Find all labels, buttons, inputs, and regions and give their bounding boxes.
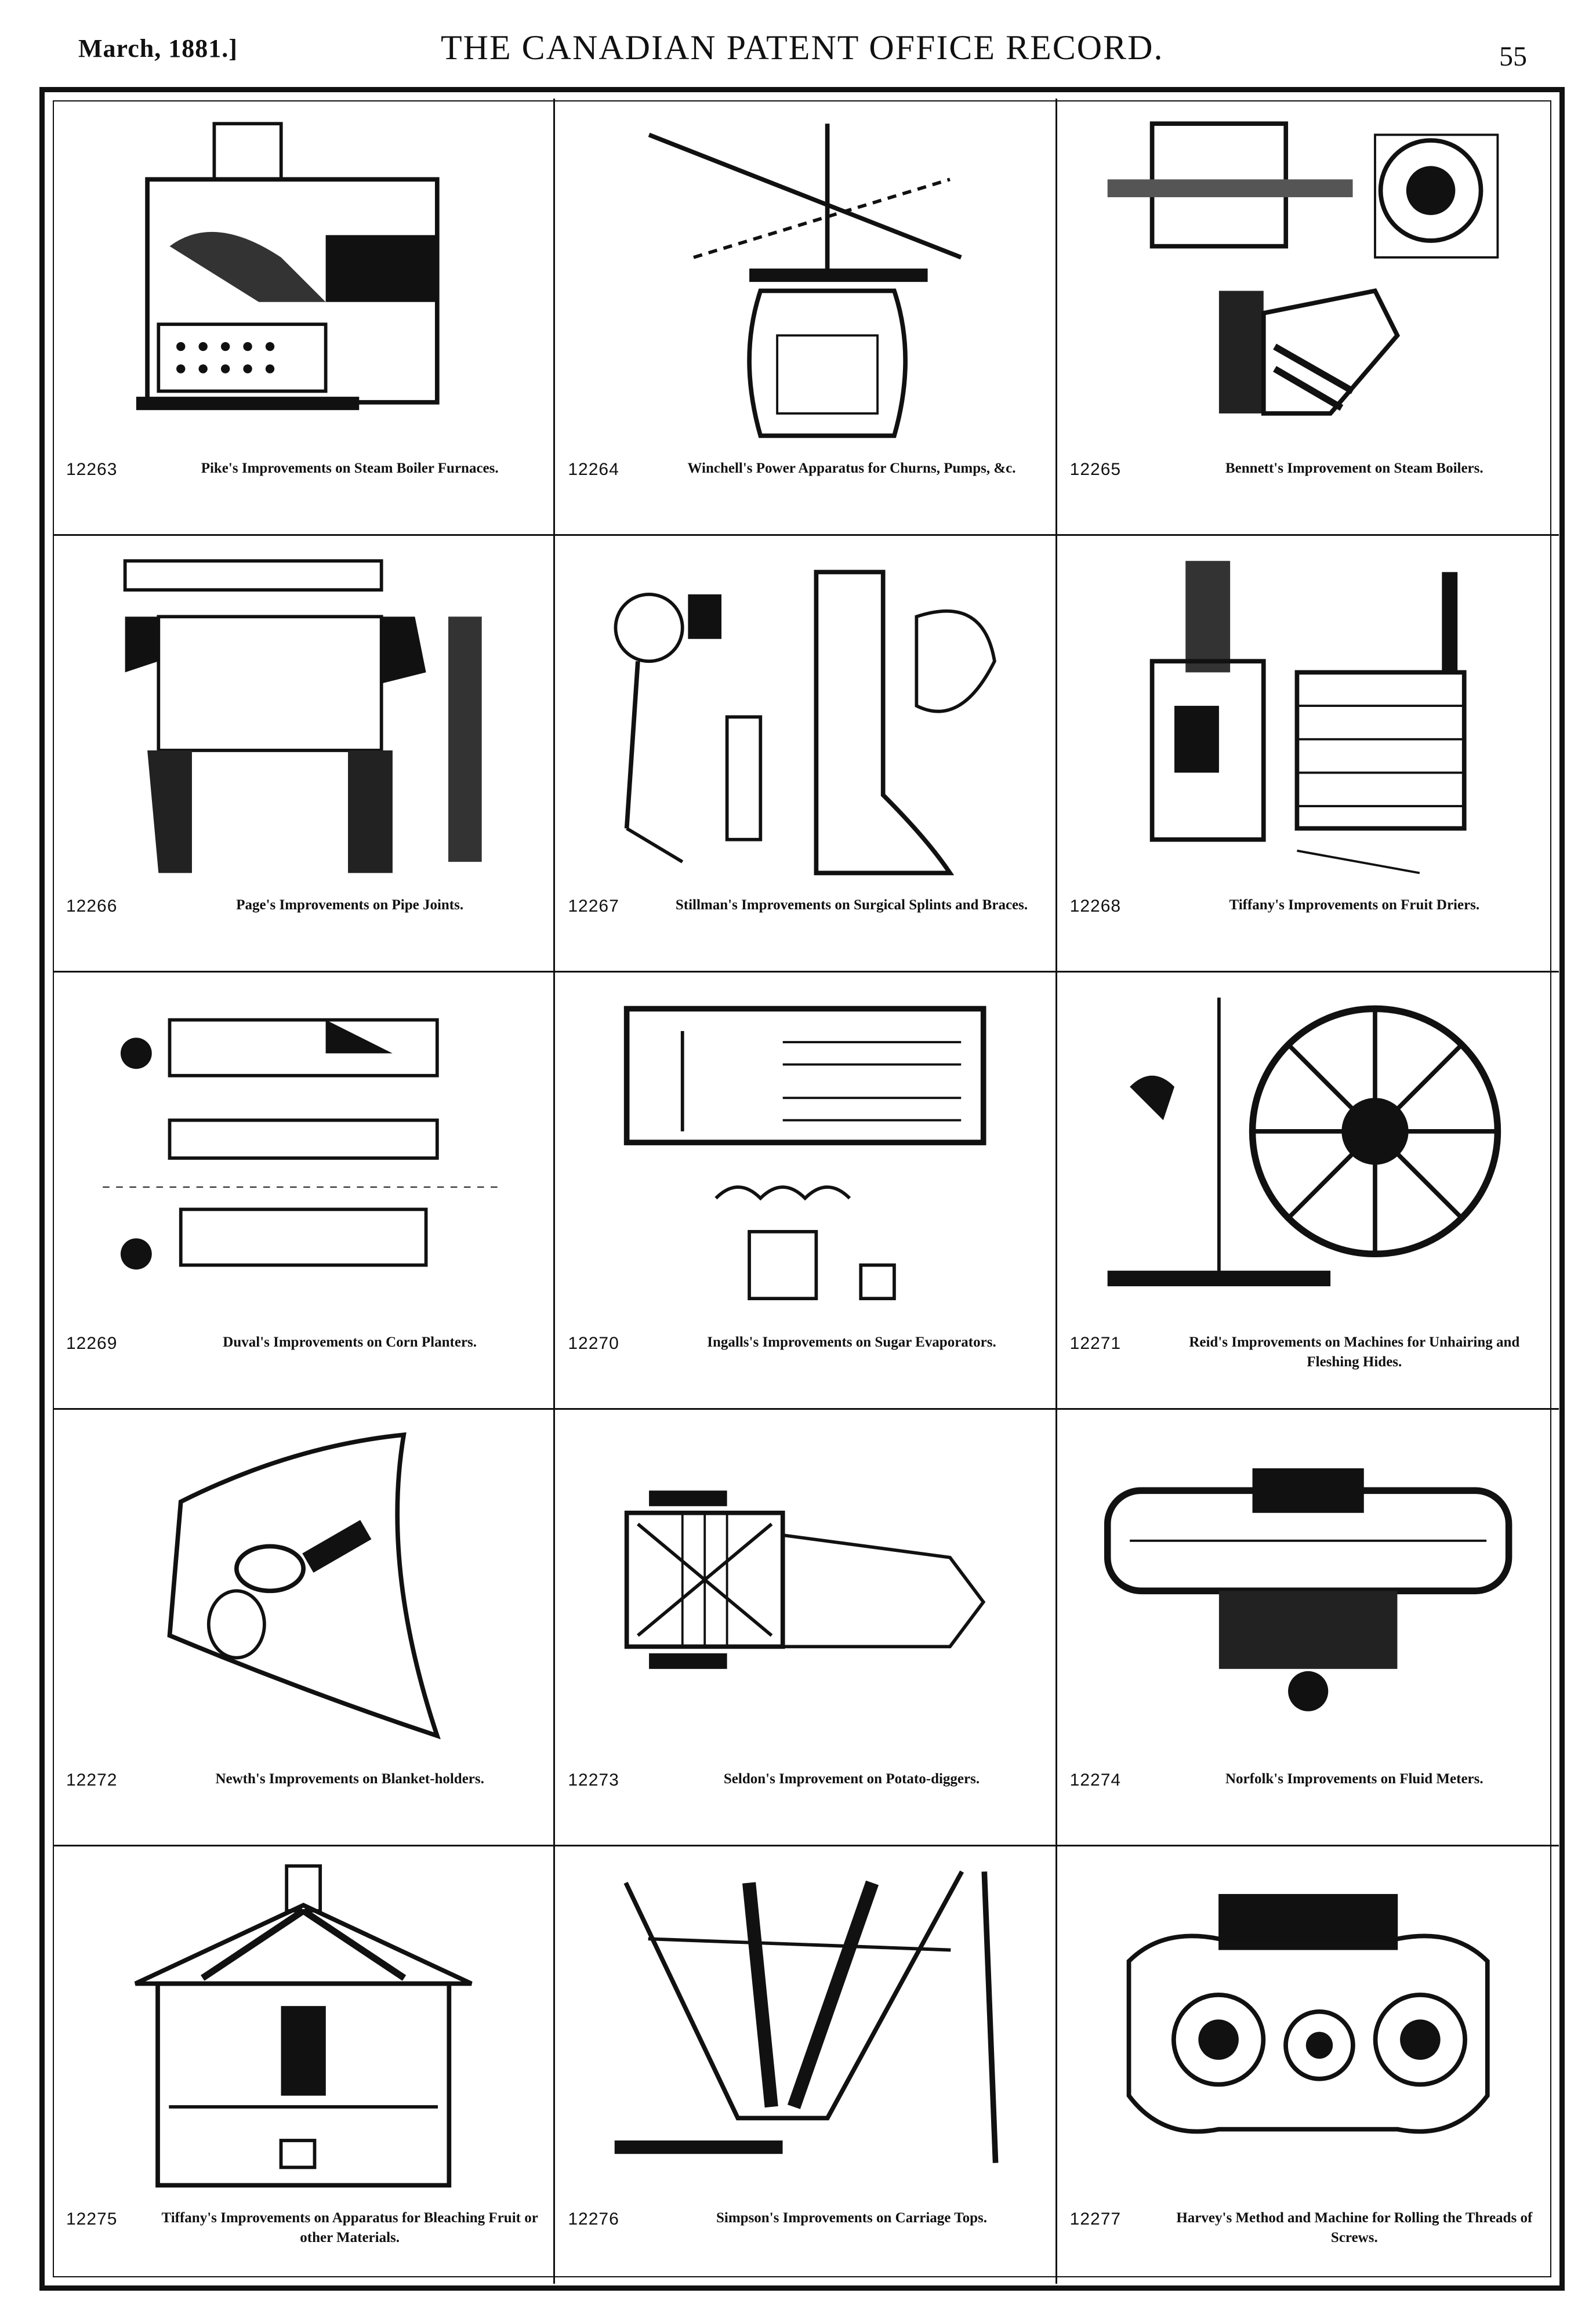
patent-cell: 12276 Simpson's Improvements on Carriage …: [555, 1846, 1057, 2284]
patent-cell: 12269 Duval's Improvements on Corn Plante…: [53, 973, 556, 1410]
patent-title: Norfolk's Improvements on Fluid Meters.: [1225, 1771, 1483, 1787]
patent-title: Bennett's Improvement on Steam Boilers.: [1225, 460, 1483, 476]
patent-cell: 12266 Page's Improvements on Pipe Joints.: [53, 535, 556, 973]
patent-title: Tiffany's Improvements on Fruit Driers.: [1229, 897, 1480, 913]
patent-title: Page's Improvements on Pipe Joints.: [236, 897, 464, 913]
patent-caption: 12271 Reid's Improvements on Machines for…: [1070, 1330, 1546, 1400]
patent-title: Tiffany's Improvements on Apparatus for …: [161, 2209, 538, 2245]
patent-title: Simpson's Improvements on Carriage Tops.: [716, 2209, 987, 2226]
patent-cell: 12273 Seldon's Improvement on Potato-digg…: [555, 1409, 1057, 1847]
patent-cell: 12265 Bennett's Improvement on Steam Boil…: [1057, 99, 1559, 536]
patent-cell: 12268 Tiffany's Improvements on Fruit Dri…: [1057, 536, 1559, 973]
patent-caption: 12274 Norfolk's Improvements on Fluid Met…: [1070, 1767, 1546, 1837]
patent-caption: 12269 Duval's Improvements on Corn Plante…: [66, 1330, 541, 1400]
issue-date: March, 1881.]: [78, 34, 238, 63]
steam-boiler-drawing: [1080, 113, 1536, 447]
patent-caption: 12267 Stillman's Improvements on Surgical…: [568, 893, 1042, 963]
patent-caption: 12264 Winchell's Power Apparatus for Chur…: [568, 456, 1042, 526]
patent-caption: 12265 Bennett's Improvement on Steam Boil…: [1070, 456, 1546, 526]
patent-title: Stillman's Improvements on Surgical Spli…: [675, 897, 1028, 913]
patent-cell: 12271 Reid's Improvements on Machines for…: [1057, 973, 1559, 1410]
patent-caption: 12272 Newth's Improvements on Blanket-hol…: [66, 1767, 541, 1837]
patent-caption: 12277 Harvey's Method and Machine for Rol…: [1070, 2206, 1546, 2276]
patent-caption: 12273 Seldon's Improvement on Potato-digg…: [568, 1767, 1042, 1837]
patent-caption: 12268 Tiffany's Improvements on Fruit Dri…: [1070, 893, 1546, 963]
patent-title: Winchell's Power Apparatus for Churns, P…: [687, 460, 1016, 476]
patent-number: 12264: [568, 459, 619, 479]
page-frame: [39, 87, 1565, 2291]
patent-number: 12274: [1069, 1770, 1122, 1790]
patent-caption: 12276 Simpson's Improvements on Carriage …: [568, 2206, 1042, 2276]
fluid-meter-drawing: [1080, 1424, 1536, 1758]
patent-title: Newth's Improvements on Blanket-holders.: [215, 1771, 484, 1787]
surgical-splint-drawing: [578, 550, 1032, 884]
patent-number: 12275: [66, 2209, 118, 2229]
patent-title: Seldon's Improvement on Potato-diggers.: [723, 1771, 980, 1787]
patent-number: 12267: [568, 897, 619, 916]
screw-rolling-machine-drawing: [1080, 1860, 1536, 2197]
patent-title: Pike's Improvements on Steam Boiler Furn…: [201, 460, 499, 476]
patent-cell: 12264 Winchell's Power Apparatus for Chur…: [555, 99, 1057, 536]
patent-caption: 12263 Pike's Improvements on Steam Boiler…: [66, 456, 541, 526]
hide-machine-drawing: [1080, 986, 1536, 1321]
sugar-evaporator-drawing: [578, 986, 1032, 1321]
patent-cell: 12272 Newth's Improvements on Blanket-hol…: [53, 1409, 556, 1847]
corn-planter-drawing: [77, 986, 530, 1321]
patent-number: 12263: [66, 459, 118, 479]
patent-title: Harvey's Method and Machine for Rolling …: [1176, 2209, 1533, 2245]
steam-boiler-furnace-drawing: [77, 113, 530, 447]
patent-caption: 12275 Tiffany's Improvements on Apparatus…: [66, 2206, 541, 2276]
publication-title: THE CANADIAN PATENT OFFICE RECORD.: [441, 28, 1164, 67]
patent-cell: 12263 Pike's Improvements on Steam Boiler…: [53, 99, 556, 536]
fruit-drier-drawing: [1080, 550, 1536, 884]
patent-title: Reid's Improvements on Machines for Unha…: [1189, 1334, 1520, 1370]
patent-number: 12273: [568, 1770, 619, 1790]
pipe-joint-drawing: [77, 550, 530, 884]
carriage-top-drawing: [578, 1860, 1032, 2197]
patent-cell: 12270 Ingalls's Improvements on Sugar Eva…: [555, 973, 1057, 1410]
patent-number: 12266: [66, 897, 118, 916]
bleaching-apparatus-drawing: [77, 1860, 530, 2197]
patent-caption: 12266 Page's Improvements on Pipe Joints.: [66, 893, 541, 963]
patent-number: 12271: [1069, 1333, 1122, 1353]
patent-grid: 12263 Pike's Improvements on Steam Boiler…: [53, 99, 1559, 2284]
patent-number: 12277: [1069, 2209, 1122, 2229]
patent-cell: 12275 Tiffany's Improvements on Apparatus…: [53, 1846, 556, 2284]
patent-number: 12269: [66, 1333, 118, 1353]
patent-number: 12265: [1069, 459, 1122, 479]
churn-power-apparatus-drawing: [578, 113, 1032, 447]
patent-number: 12270: [568, 1333, 619, 1353]
page-number: 55: [1499, 41, 1527, 72]
patent-number: 12268: [1069, 897, 1122, 916]
blanket-holder-drawing: [77, 1424, 530, 1758]
patent-cell: 12267 Stillman's Improvements on Surgical…: [555, 535, 1057, 973]
patent-cell: 12274 Norfolk's Improvements on Fluid Met…: [1057, 1410, 1559, 1847]
patent-title: Ingalls's Improvements on Sugar Evaporat…: [707, 1334, 996, 1350]
patent-number: 12272: [66, 1770, 118, 1790]
potato-digger-drawing: [578, 1424, 1032, 1758]
page-header: March, 1881.] THE CANADIAN PATENT OFFICE…: [0, 0, 1596, 87]
patent-title: Duval's Improvements on Corn Planters.: [223, 1334, 477, 1350]
patent-cell: 12277 Harvey's Method and Machine for Rol…: [1057, 1846, 1559, 2284]
patent-number: 12276: [568, 2209, 619, 2229]
patent-caption: 12270 Ingalls's Improvements on Sugar Eva…: [568, 1330, 1042, 1400]
